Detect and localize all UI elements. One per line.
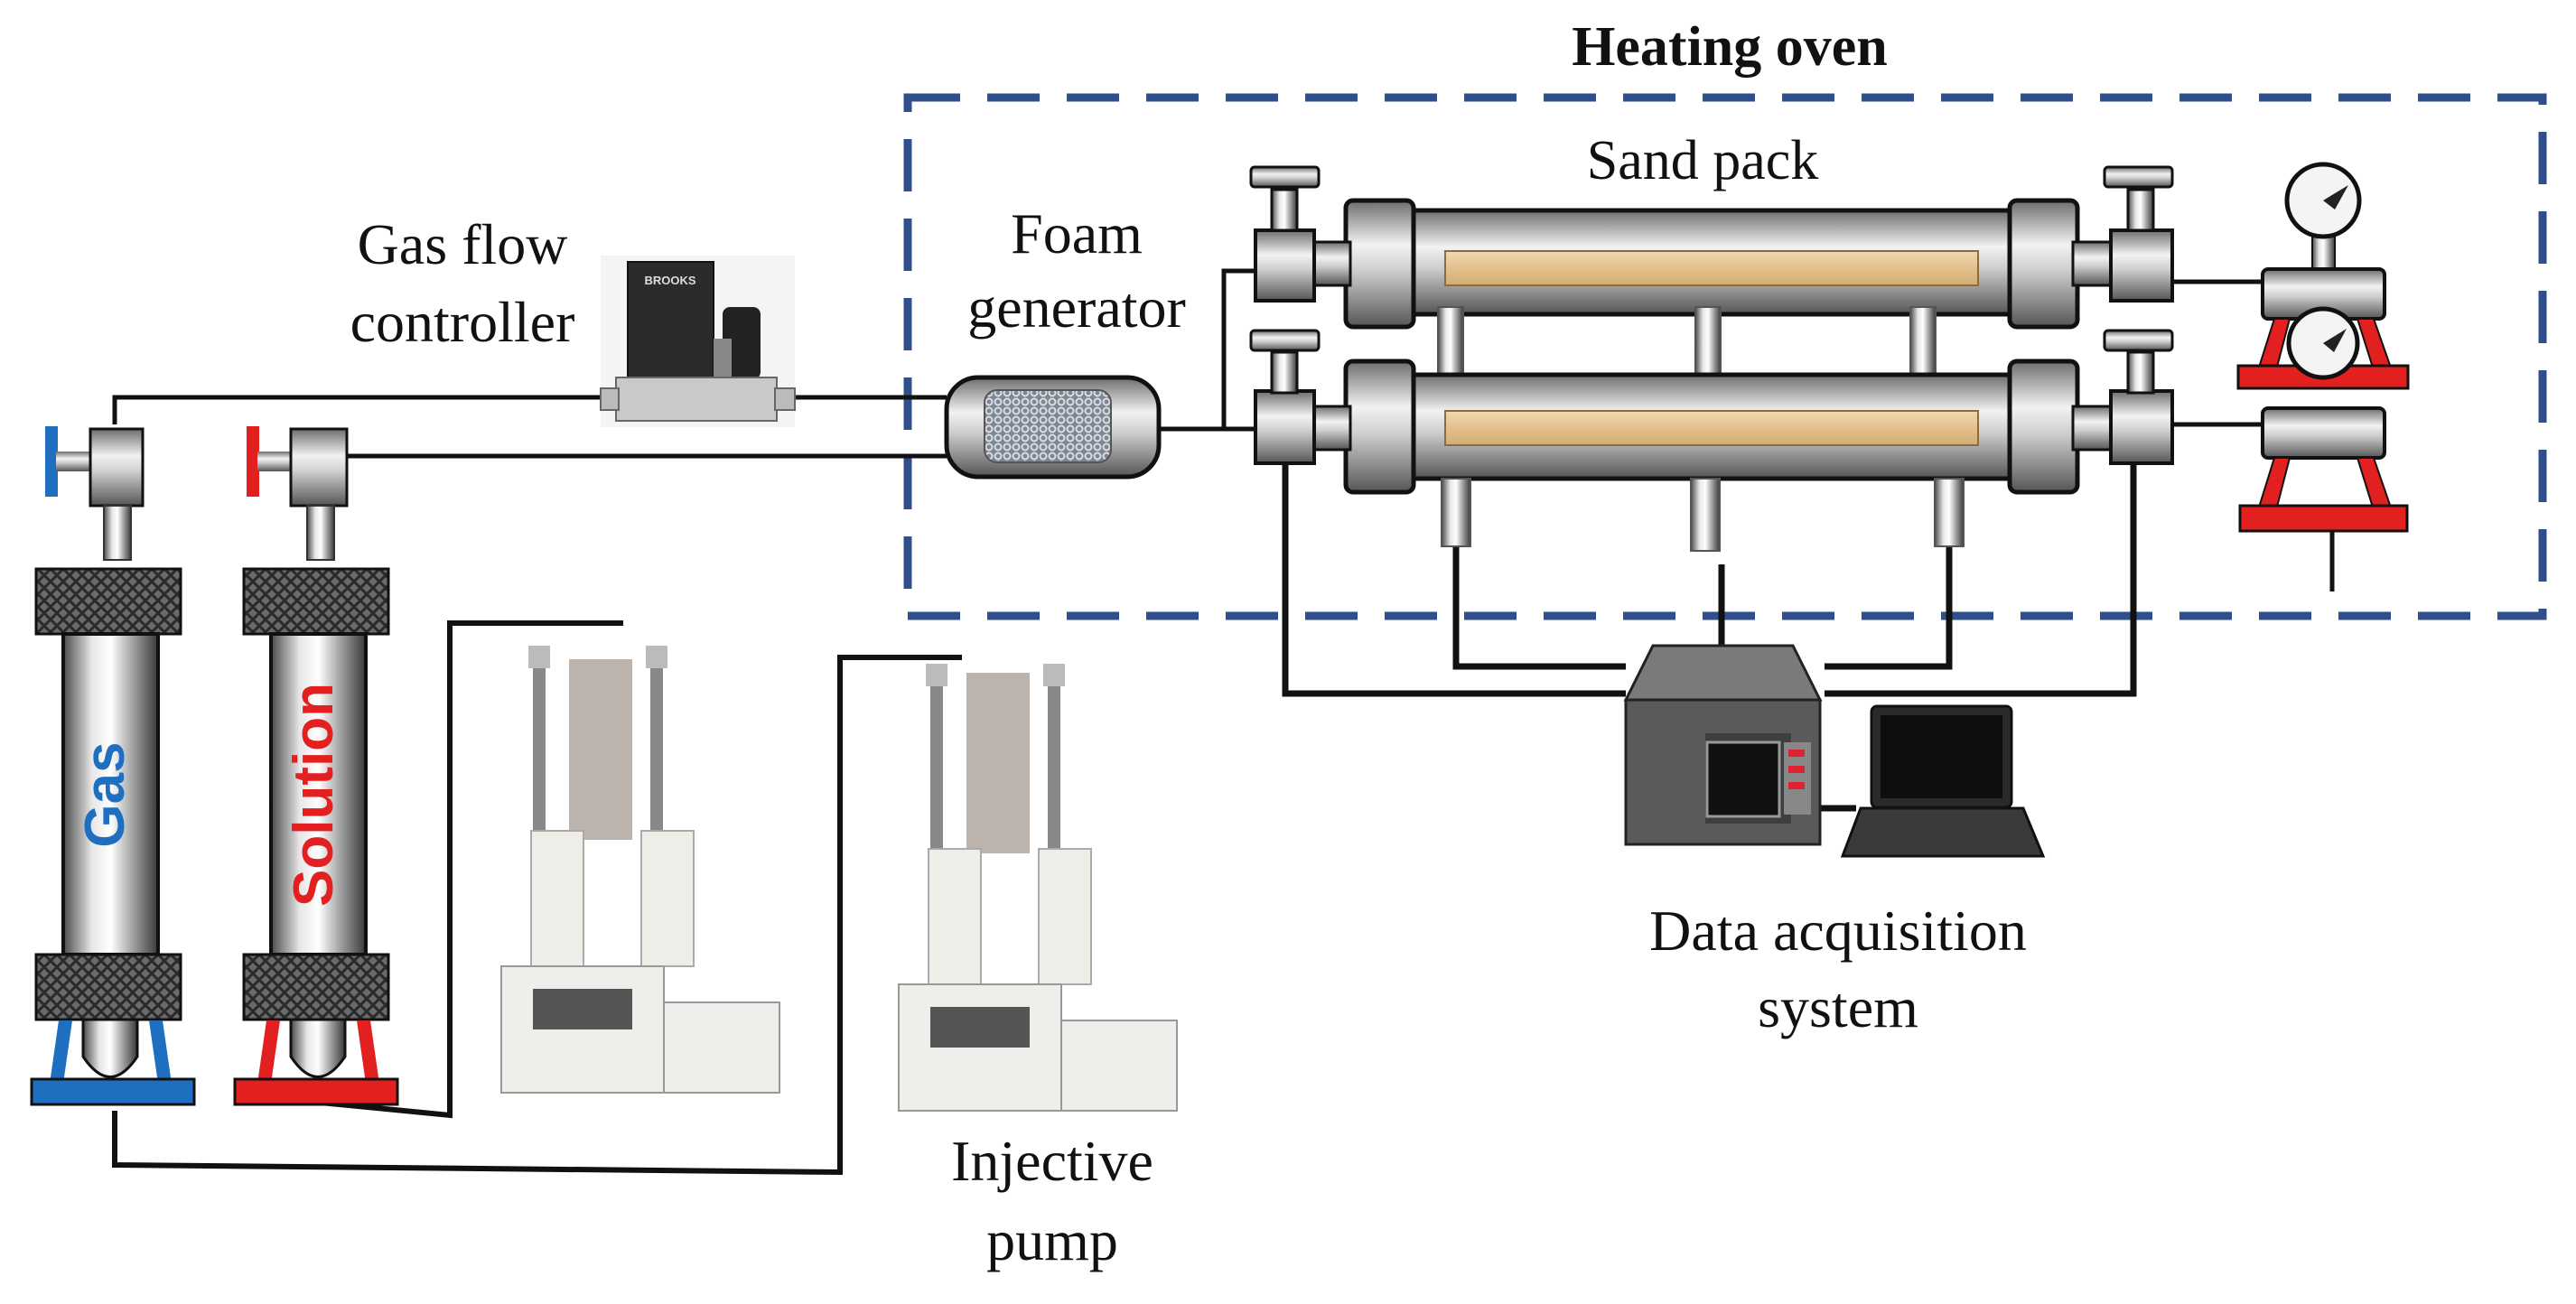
gas-flow-controller-label-2: controller	[350, 290, 575, 354]
heating-oven-label: Heating oven	[1572, 16, 1888, 78]
injective-pump-left	[500, 646, 780, 1094]
heating-oven: Heating oven	[903, 16, 2547, 620]
foam-generator-label-1: Foam	[1011, 201, 1143, 265]
sand-pack-upper	[1249, 165, 2174, 330]
data-cables	[1282, 461, 2137, 812]
injective-pump-label-1: Injective	[951, 1129, 1153, 1193]
tubing-lines	[112, 268, 2335, 591]
back-pressure-regulators	[2236, 162, 2410, 533]
foam-generator-mesh	[984, 389, 1112, 463]
sand-pack-assembly: Sand pack	[1249, 130, 2174, 552]
injective-pump-right	[898, 664, 1178, 1112]
sand-pack-label: Sand pack	[1587, 130, 1819, 191]
foam-generator-label-2: generator	[967, 275, 1186, 340]
gas-valve-body	[89, 427, 145, 508]
solution-cylinder-label: Solution	[283, 683, 345, 907]
controller-display-unit	[627, 261, 714, 380]
pump-lines	[112, 620, 962, 1176]
pressure-taps	[1441, 478, 1965, 552]
foam-generator: Foam generator	[944, 201, 1186, 480]
data-acquisition-system: Data acquisition system	[1623, 644, 2046, 1039]
gas-cylinder-label: Gas	[74, 741, 136, 847]
injective-pump-label-2: pump	[986, 1208, 1118, 1272]
solution-valve-handle	[247, 426, 259, 497]
data-acquisition-label-2: system	[1758, 975, 1918, 1039]
oven-border	[903, 93, 2547, 620]
solution-cylinder: Solution	[233, 426, 399, 1106]
gas-flow-controller-label-1: Gas flow	[358, 212, 568, 276]
gas-valve-handle	[45, 426, 58, 497]
pressure-gauge-icon	[2238, 306, 2409, 533]
daq-screen	[1705, 740, 1781, 818]
data-acquisition-label-1: Data acquisition	[1649, 899, 2027, 963]
sand-pack-lower	[1249, 329, 2174, 495]
solution-valve-body	[289, 427, 349, 508]
gas-flow-controller: Gas flow controller BROOKS	[350, 212, 796, 427]
controller-brand: BROOKS	[644, 274, 695, 287]
gas-cylinder: Gas	[30, 426, 196, 1106]
laptop-icon	[1840, 704, 2046, 858]
